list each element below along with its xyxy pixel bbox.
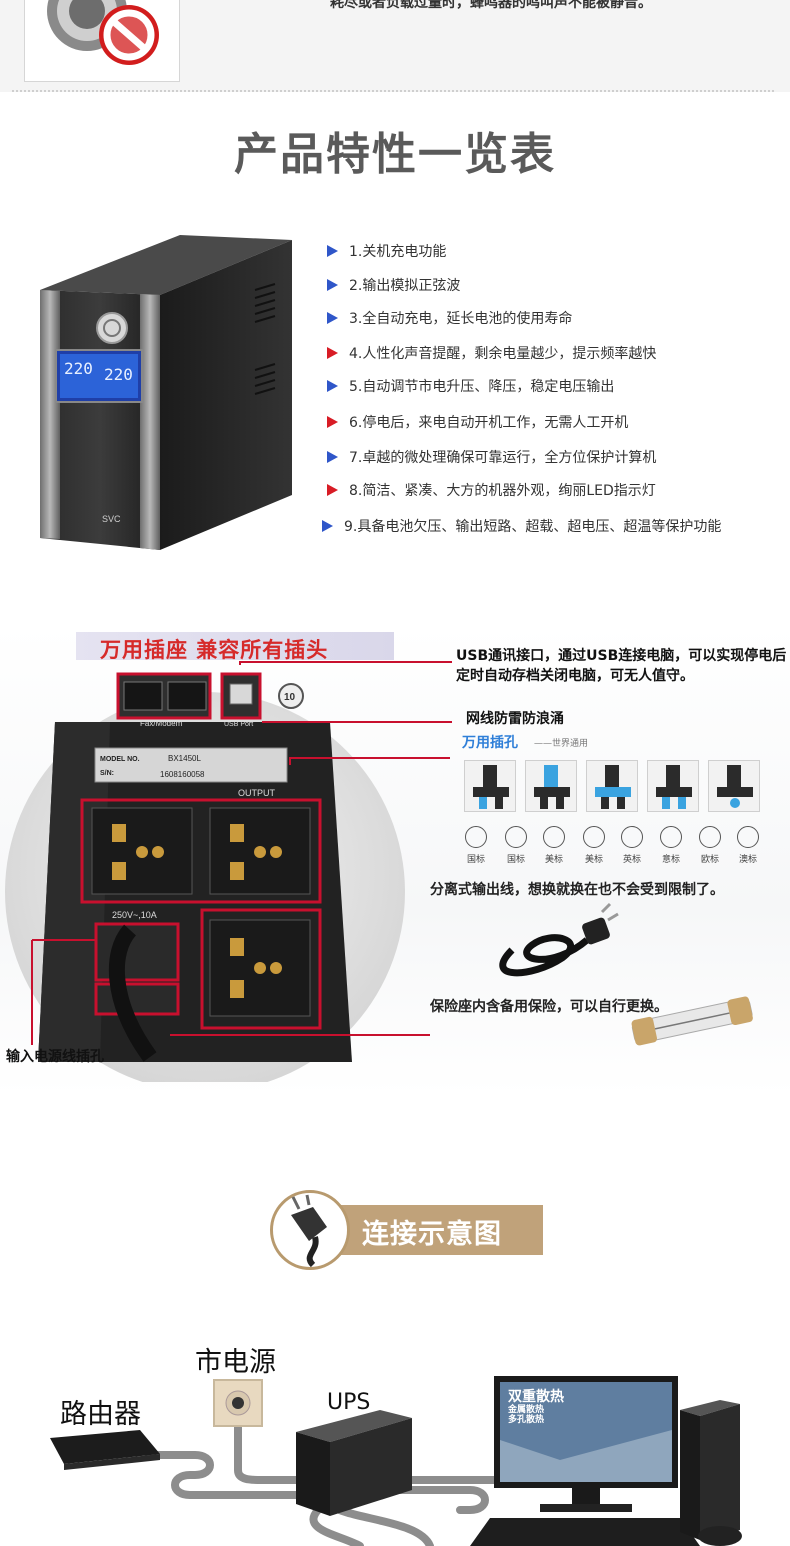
connection-title-bar — [335, 1205, 543, 1255]
feature-item: 6.停电后，来电自动开机工作，无需人工开机 — [327, 411, 628, 433]
monitor-title: 双重散热 — [508, 1389, 564, 1405]
feature-item: 2.输出模拟正弦波 — [327, 274, 460, 296]
socket-standard-icon — [583, 826, 605, 848]
blue-triangle-icon — [327, 312, 338, 324]
red-triangle-icon — [327, 484, 338, 496]
feature-item: 4.人性化声音提醒，剩余电量越少，提示频率越快 — [327, 342, 656, 364]
mute-speaker-image — [24, 0, 180, 82]
standard-label: 美标 — [544, 855, 563, 865]
ups-product-image: 220 220 SVC — [30, 230, 305, 555]
cable-description: 分离式输出线，想换就换在也不会受到限制了。 — [430, 882, 724, 898]
callout-lines — [31, 661, 452, 1045]
feature-item: 8.简洁、紧凑、大方的机器外观，绚丽LED指示灯 — [327, 479, 656, 501]
plug-compat-image — [525, 760, 577, 812]
socket-standard-icon — [543, 826, 565, 848]
fuse-icon — [631, 996, 753, 1046]
connection-title: 连接示意图 — [362, 1219, 502, 1250]
socket-standard-icon — [465, 826, 487, 848]
ups-rear-panel-image: Fax/Modem USB Port 10 MODEL NO. BX1450L … — [0, 662, 410, 1092]
fax-modem-label: Fax/Modem — [140, 719, 183, 728]
red-triangle-icon — [327, 416, 338, 428]
socket-standard-icon — [699, 826, 721, 848]
panel-badge: 10 — [284, 692, 296, 703]
surge-protection-label: 网线防雷防浪涌 — [466, 711, 564, 727]
feature-item: 5.自动调节市电升压、降压，稳定电压输出 — [327, 375, 614, 397]
rating-label: 250V~,10A — [112, 910, 157, 920]
feature-item: 1.关机充电功能 — [327, 240, 446, 262]
monitor-line-1: 金属散热 — [508, 1405, 545, 1415]
power-cable-icon — [499, 902, 619, 977]
standard-label: 国标 — [506, 855, 525, 865]
usb-port-label: USB Port — [224, 721, 253, 728]
standard-label: 欧标 — [700, 855, 719, 865]
lcd-input-value: 220 — [64, 359, 93, 378]
usb-description: USB通讯接口，通过USB连接电脑，可以实现停电后定时自动存档关闭电脑，可无人值… — [456, 648, 787, 684]
standard-label: 澳标 — [738, 855, 757, 865]
connection-diagram — [50, 1376, 742, 1546]
universal-socket-title: 万用插孔 — [462, 735, 518, 751]
socket-standard-icon — [505, 826, 527, 848]
standard-label: 美标 — [584, 855, 603, 865]
sn-value: 1608160058 — [160, 770, 205, 779]
socket-title: 万用插座 兼容所有插头 — [100, 638, 329, 662]
router-label: 路由器 — [60, 1399, 141, 1430]
top-partial-text: 耗尽或者负载过量时，蜂鸣器的鸣叫声不能被静音。 — [330, 0, 652, 11]
mains-power-label: 市电源 — [195, 1347, 276, 1378]
fuse-description: 保险座内含备用保险，可以自行更换。 — [430, 999, 668, 1015]
socket-standard-icon — [621, 826, 643, 848]
standard-label: 意标 — [661, 855, 680, 865]
plug-compat-image — [586, 760, 638, 812]
blue-triangle-icon — [327, 245, 338, 257]
sn-label: S/N: — [100, 770, 114, 777]
blue-triangle-icon — [327, 279, 338, 291]
plug-compat-image — [647, 760, 699, 812]
section-divider — [12, 90, 774, 92]
feature-item: 7.卓越的微处理确保可靠运行，全方位保护计算机 — [327, 446, 656, 468]
model-value: BX1450L — [168, 754, 201, 763]
power-plug-icon — [291, 1194, 327, 1268]
blue-triangle-icon — [322, 520, 333, 532]
red-triangle-icon — [327, 347, 338, 359]
speaker-muted-icon — [47, 0, 159, 65]
universal-socket-subtitle: ——世界通用 — [534, 739, 589, 749]
plug-compat-image — [464, 760, 516, 812]
socket-standard-icon — [660, 826, 682, 848]
lcd-output-value: 220 — [104, 365, 133, 384]
blue-triangle-icon — [327, 451, 338, 463]
plug-badge — [270, 1190, 350, 1270]
socket-standard-icon — [737, 826, 759, 848]
feature-item: 9.具备电池欠压、输出短路、超载、超电压、超温等保护功能 — [322, 515, 721, 537]
brand-logo: SVC — [102, 514, 121, 524]
standard-label: 国标 — [466, 855, 485, 865]
feature-item: 3.全自动充电，延长电池的使用寿命 — [327, 307, 572, 329]
output-label: OUTPUT — [238, 788, 276, 798]
socket-banner — [76, 632, 394, 660]
monitor-line-2: 多孔散热 — [508, 1415, 545, 1425]
plug-compat-image — [708, 760, 760, 812]
ups-label: UPS — [327, 1390, 371, 1415]
power-inlet-label: 输入电源线插孔 — [6, 1049, 104, 1065]
features-title: 产品特性一览表 — [234, 129, 556, 180]
blue-triangle-icon — [327, 380, 338, 392]
model-label: MODEL NO. — [100, 756, 140, 763]
standard-label: 英标 — [622, 855, 641, 865]
